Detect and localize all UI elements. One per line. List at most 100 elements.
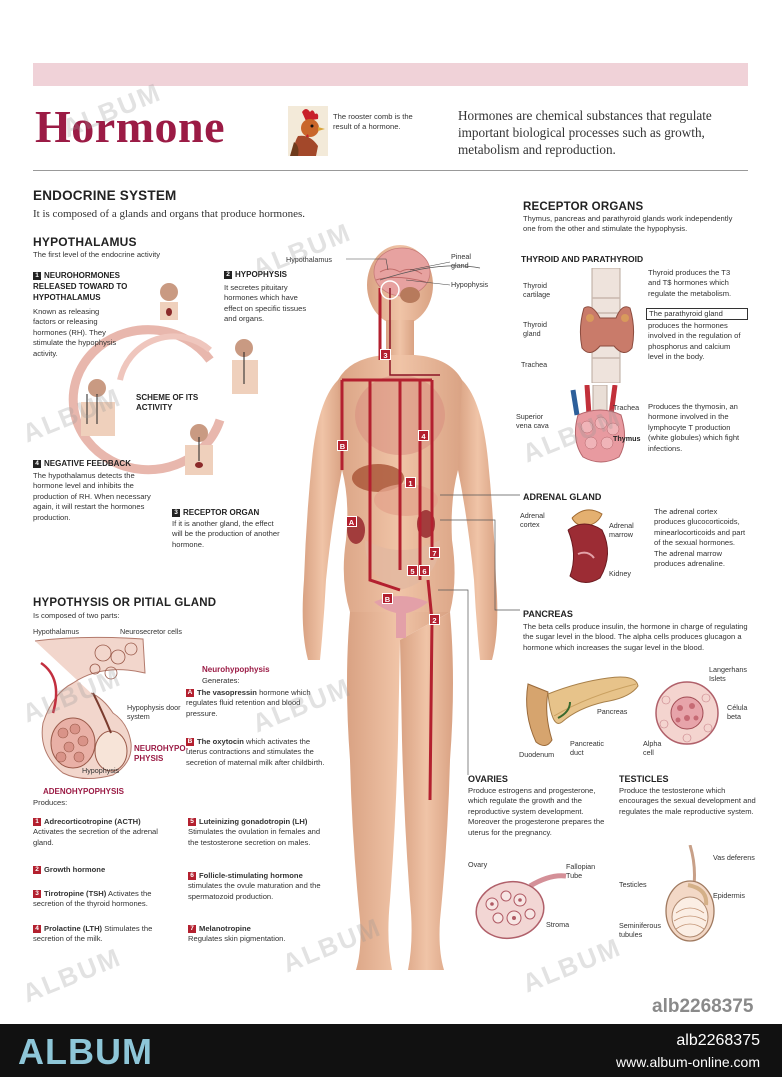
hormone-4-text: Stimulates the secretion of the milk. [33,924,153,944]
pancreas-label-duct: Pancreatic duct [570,739,604,757]
pancreas-text: The beta cells produce insulin, the horm… [523,622,748,652]
footer-brand[interactable]: ALBUM [18,1031,153,1072]
header-band [33,63,748,86]
body-label-hypothalamus: Hypothalamus [286,255,332,264]
hormone-1-badge: 1 [33,818,41,826]
thyroid-illustration [579,268,635,383]
hormone-3-text: Activates the secretion of the thyroid h… [33,889,152,909]
testicle-label-epidermis: Epidermis [713,891,745,900]
thymus-label-vena: Superior vena cava [516,412,549,430]
adrenal-heading: ADRENAL GLAND [523,492,602,502]
parathyroid-text: produces the hormones involved in the re… [648,321,741,362]
pit-label-neurosecretor: Neurosecretor cells [120,627,182,636]
hormone-2-name: Growth hormone [44,865,106,874]
islet-illustration [655,681,719,745]
adrenal-text: The adrenal cortex produces glucocortico… [654,507,746,569]
endocrine-subtitle: It is composed of a glands and organs th… [33,208,305,220]
intro-text: Hormones are chemical substances that re… [458,108,712,157]
hormone-1-name: Adrecorticotropine (ACTH) [44,817,141,826]
hormone-3-name: Tirotropine (TSH) [44,889,107,898]
step3-title-text: RECEPTOR ORGAN [183,508,260,517]
neuro-generates: Generates: [202,676,240,685]
hormone-2-badge: 2 [33,866,41,874]
adrenal-label-marrow: Adrenal marrow [609,521,634,539]
pancreas-label-langerhans: Langerhans Islets [709,665,747,683]
testicle-label-tubules: Seminiferous tubules [619,921,661,939]
pit-label-door: Hypophysis door system [127,703,181,721]
thyroid-label-cartilage: Thyroid cartilage [523,281,551,299]
watermark-7: ALBUM [17,941,126,1009]
connector-lines [380,265,520,775]
testicle-label-vas: Vas deferens [713,853,755,862]
pancreas-label-alpha: Alpha cell [643,739,662,757]
step2-number: 2 [224,271,232,279]
ovaries-heading: OVARIES [468,774,508,784]
footer-url[interactable]: www.album-online.com [616,1054,760,1070]
receptor-subtitle: Thymus, pancreas and parathyroid glands … [523,214,733,234]
testicles-text: Produce the testosterone which encourage… [619,786,756,816]
pancreas-label-pancreas: Pancreas [597,707,628,716]
page-title: Hormone [35,101,226,152]
footer-id: alb2268375 [676,1032,760,1049]
thyroid-text: Thyroid produces the T3 and T$ hormones … [648,268,732,298]
hormone-6-text: stimulates the ovule maturation and the … [188,881,321,901]
step1-text: Known as releasing factors or releasing … [33,307,117,358]
thymus-label-trachea: Trachea [613,403,640,412]
step4-text: The hypothalamus detects the hormone lev… [33,471,151,522]
header-divider [33,170,748,171]
testicles-heading: TESTICLES [619,774,669,784]
ovaries-text: Produce estrogens and progesterone, whic… [468,786,605,837]
hormone-6-badge: 6 [188,872,196,880]
footer-bar: ALBUM alb2268375 www.album-online.com [0,1024,782,1077]
thyroid-label-gland: Thyroid gland [523,320,547,338]
testicle-label-testicles: Testicles [619,880,647,889]
pancreas-label-celula: Célula beta [727,703,748,721]
testicle-illustration [665,845,715,942]
body-tag-5: 5 [407,565,418,576]
body-tag-6: 6 [419,565,430,576]
hormone-7-text: Regulates skin pigmentation. [188,934,286,944]
pancreas-label-duodenum: Duodenum [519,750,555,759]
body-tag-a: A [346,516,357,527]
adrenal-label-kidney: Kidney [609,569,631,578]
body-label-leaders [346,258,451,286]
hypothalamus-subtitle: The first level of the endocrine activit… [33,250,161,259]
step2-text: It secretes pituitary hormones which hav… [224,283,307,324]
ovary-illustration [475,873,567,940]
ovary-label-stroma: Stroma [546,920,570,929]
body-tag-b-top: B [337,440,348,451]
body-tag-7: 7 [429,547,440,558]
hormone-4-badge: 4 [33,925,41,933]
image-id-label: alb2268375 [652,996,754,1017]
rooster-image [288,106,328,156]
adeno-title: ADENOHYPOPHYSIS [43,787,124,796]
body-tag-2: 2 [429,614,440,625]
endocrine-heading: ENDOCRINE SYSTEM [33,188,177,203]
hormone-7-badge: 7 [188,925,196,933]
step1-title-text: NEUROHORMONES RELEASED TOWARD TO HYPOTHA… [33,271,128,302]
hormone-6-name: Follicle-stimulating hormone [199,871,303,880]
adrenal-label-cortex: Adrenal cortex [520,511,545,529]
step4-number: 4 [33,460,41,468]
ovary-label-tube: Fallopian Tube [566,862,596,880]
neuro-title: Neurohypophysis [202,665,270,674]
rooster-caption: The rooster comb is the result of a horm… [333,112,413,131]
hormone-5-badge: 5 [188,818,196,826]
receptor-heading: RECEPTOR ORGANS [523,201,644,213]
hormone-b-text: which activates the uterus contractions … [186,737,325,767]
hormone-a-badge: A [186,689,194,697]
pit-label-hypothalamus: Hypothalamus [33,627,79,636]
hormone-b-badge: B [186,738,194,746]
hormone-1-text: Activates the secretion of the adrenal g… [33,827,158,847]
pit-label-hypophysis: Hypophysis [82,766,120,775]
body-label-hypophysis: Hypophysis [451,280,489,289]
step3-text: If it is another gland, the effect will … [172,519,280,549]
body-tag-3: 3 [380,349,391,360]
hormone-7-name: Melanotropine [199,924,251,933]
